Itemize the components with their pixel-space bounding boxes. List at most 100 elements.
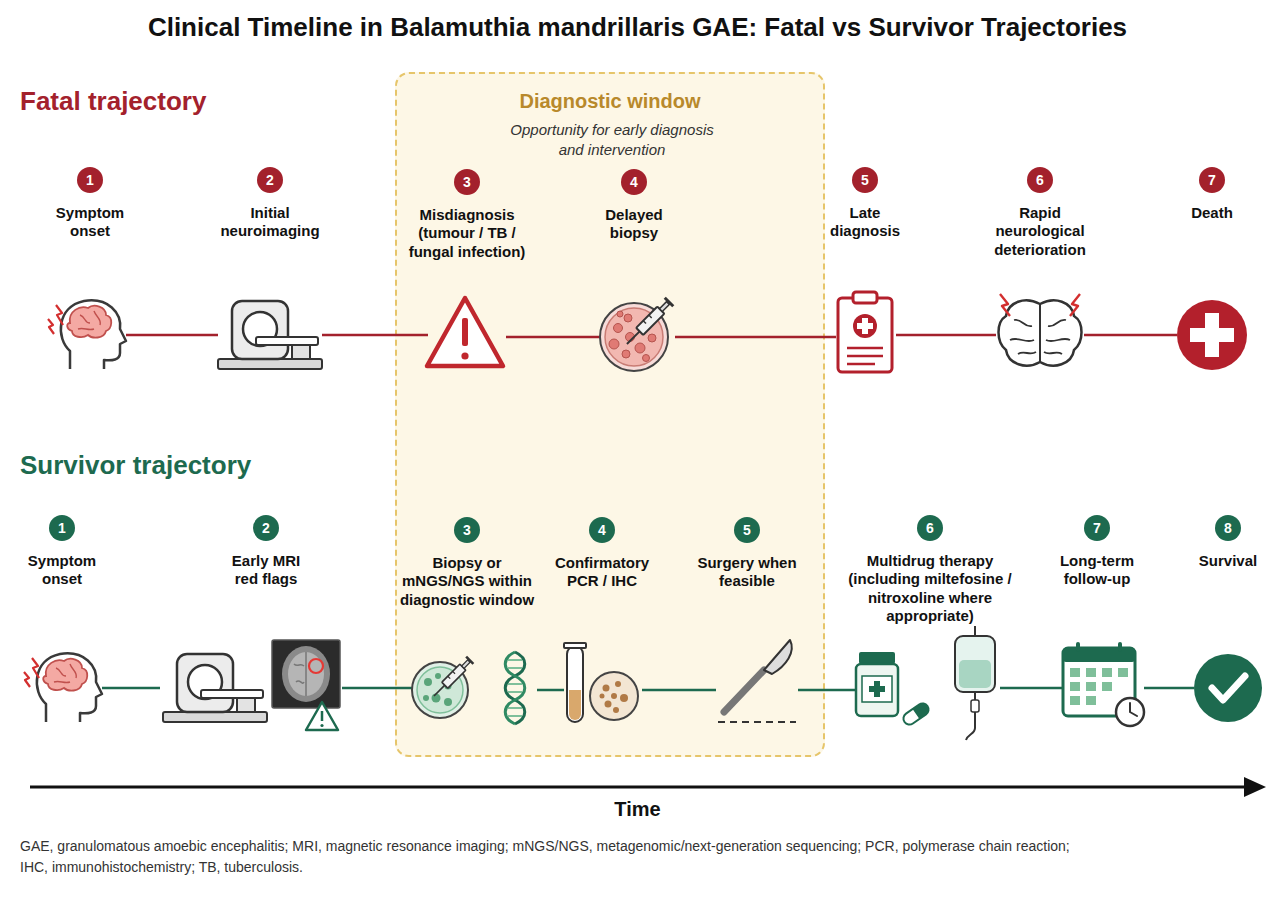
- timeline-step: 6Multidrug therapy (including miltefosin…: [855, 515, 1000, 728]
- step-number: 8: [1224, 520, 1232, 536]
- dna-icon: [508, 683, 522, 685]
- test-tube-icon: [564, 643, 586, 648]
- step-number: 4: [630, 174, 638, 190]
- step-label: Long-term follow-up: [1050, 552, 1145, 589]
- petri-dish-icon: [424, 678, 432, 686]
- calendar-icon: [1070, 682, 1080, 691]
- petri-dish-icon: [412, 662, 468, 718]
- pill-bottle-icon: [901, 701, 931, 727]
- scalpel-icon: [718, 640, 796, 722]
- mri-image-icon: [288, 652, 324, 696]
- dna-icon: [505, 652, 525, 724]
- step-label: Death: [1172, 204, 1252, 222]
- petri-dish-icon: [435, 673, 441, 679]
- time-axis: [30, 777, 1266, 797]
- survival-check-icon: [1212, 676, 1245, 700]
- calendar-icon: [1070, 696, 1080, 705]
- petri-dish-icon: [444, 698, 452, 706]
- timeline-connector: [126, 334, 218, 337]
- iv-bag-icon: [955, 636, 995, 692]
- calendar-icon: [1086, 668, 1096, 677]
- section-heading: Fatal trajectory: [20, 86, 206, 117]
- petri-dish-icon: [643, 355, 650, 362]
- brain-icon: [1000, 294, 1010, 316]
- step-number: 1: [86, 172, 94, 188]
- timeline-connector: [896, 334, 996, 337]
- step-number-circle: 1: [49, 515, 75, 541]
- calendar-icon: [1070, 668, 1080, 677]
- petri-dish-icon: [622, 350, 630, 358]
- petri-dish-icon: [617, 311, 623, 317]
- step-label: Rapid neurological deterioration: [983, 204, 1098, 259]
- clipboard-icon: [853, 314, 877, 338]
- step-number: 1: [58, 520, 66, 536]
- timeline-step: 7Death: [1177, 167, 1247, 374]
- petri-dish-icon: [609, 339, 619, 349]
- timeline-connector: [798, 689, 855, 692]
- warning-icon: [461, 352, 468, 359]
- step-label: Late diagnosis: [820, 204, 910, 241]
- timeline-step: 4Delayed biopsy: [601, 169, 675, 376]
- dna-icon: [508, 715, 522, 717]
- petri-dish-icon: [590, 672, 638, 720]
- calendar-icon: [1063, 642, 1144, 726]
- petri-dish-icon: [635, 343, 645, 353]
- death-cross-icon: [1190, 328, 1234, 342]
- dna-icon: [508, 667, 522, 669]
- step-label: Survival: [1188, 552, 1268, 570]
- petri-dish-icon: [600, 297, 674, 371]
- test-tube-icon: [564, 643, 586, 722]
- death-cross-icon: [1177, 300, 1247, 370]
- mri-scanner-icon: [163, 654, 267, 722]
- timeline-connector: [642, 689, 716, 692]
- axis-label: Time: [0, 798, 1275, 821]
- calendar-icon: [1102, 682, 1112, 691]
- calendar-icon: [1118, 668, 1128, 677]
- petri-dish-icon: [624, 314, 632, 322]
- mri-image-icon: [320, 724, 323, 727]
- step-number-circle: 7: [1084, 515, 1110, 541]
- step-number-circle: 3: [454, 517, 480, 543]
- iv-bag-icon: [974, 692, 976, 700]
- petri-dish-icon: [600, 694, 605, 699]
- band-description: Opportunity for early diagnosis and inte…: [496, 120, 728, 159]
- step-number-circle: 6: [917, 515, 943, 541]
- calendar-icon: [1118, 642, 1122, 652]
- brain-icon: [999, 294, 1082, 366]
- dna-icon: [508, 659, 522, 661]
- mri-image-icon: [272, 640, 340, 730]
- petri-dish-icon: [605, 308, 663, 366]
- syringe-icon: [430, 656, 474, 700]
- mri-scanner-icon: [218, 301, 322, 369]
- timeline-connector: [342, 687, 412, 690]
- step-number: 3: [463, 522, 471, 538]
- brain-icon: [1070, 294, 1080, 316]
- abbreviation-caption: GAE, granulomatous amoebic encephalitis;…: [20, 836, 1100, 878]
- band-heading: Diagnostic window: [397, 90, 823, 113]
- pill-bottle-icon: [856, 652, 931, 727]
- step-number-circle: 7: [1199, 167, 1225, 193]
- timeline-connector: [537, 689, 564, 692]
- step-label: Early MRI red flags: [219, 552, 314, 589]
- petri-dish-icon: [603, 685, 610, 692]
- step-number-circle: 4: [621, 169, 647, 195]
- pill-bottle-icon: [869, 686, 885, 692]
- pill-bottle-icon: [901, 701, 931, 727]
- timeline-step: 4Confirmatory PCR / IHC: [564, 517, 642, 730]
- dna-icon: [505, 652, 525, 724]
- timeline-connector: [102, 687, 160, 690]
- timeline-connector: [1084, 334, 1177, 337]
- step-number: 7: [1093, 520, 1101, 536]
- step-number: 2: [266, 172, 274, 188]
- pill-bottle-icon: [856, 664, 898, 716]
- step-label: Misdiagnosis (tumour / TB / fungal infec…: [400, 206, 535, 261]
- head-icon: [24, 653, 102, 722]
- timeline-connector: [506, 336, 601, 339]
- step-number: 6: [926, 520, 934, 536]
- timeline-step: 5Surgery when feasible: [716, 517, 798, 730]
- death-cross-icon: [1205, 313, 1219, 357]
- petri-dish-icon: [626, 333, 635, 342]
- head-icon: [48, 300, 126, 369]
- clipboard-icon: [857, 323, 873, 329]
- pill-bottle-icon: [859, 652, 895, 664]
